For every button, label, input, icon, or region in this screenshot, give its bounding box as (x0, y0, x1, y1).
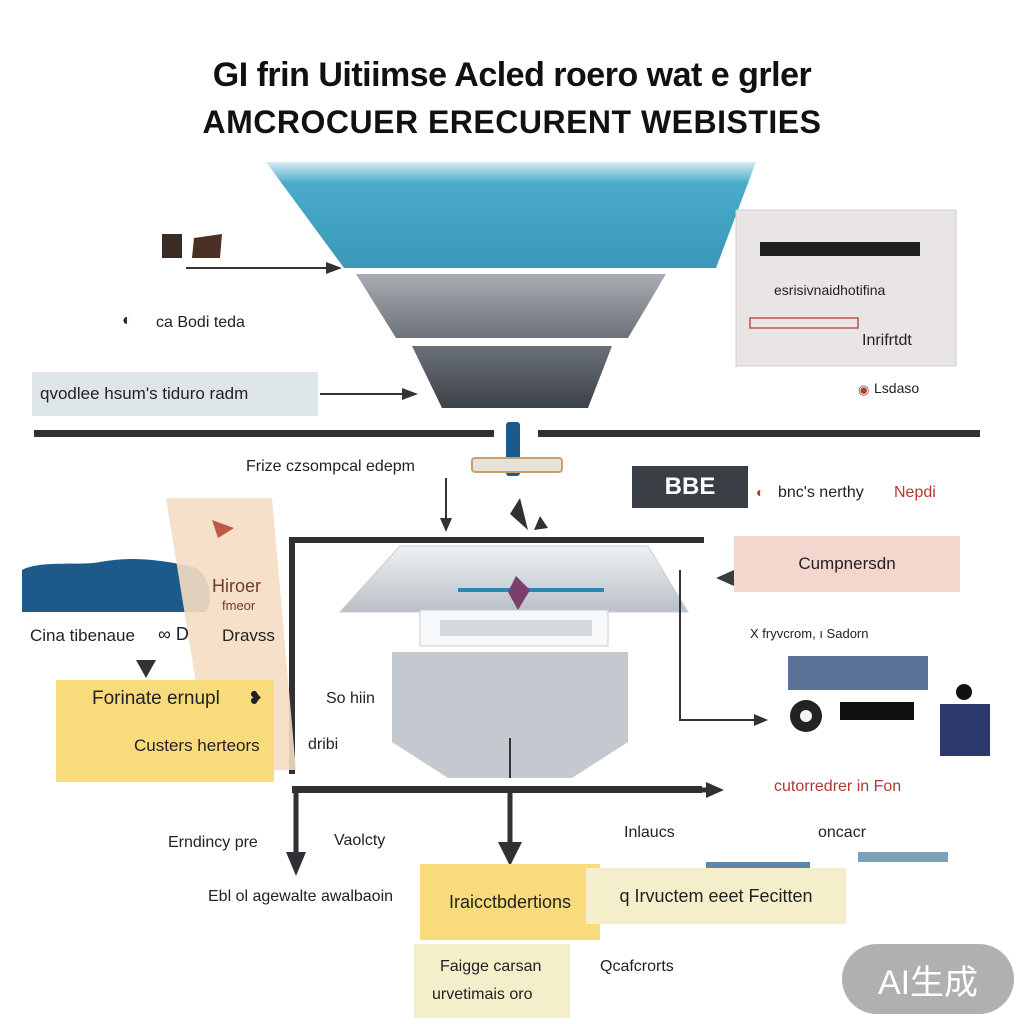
doc-panel (735, 209, 957, 367)
label-ca-bodi: ca Bodi teda (156, 314, 245, 331)
label-hiroer: Hiroer (212, 576, 262, 596)
label-so-hiin: So hiin (326, 690, 375, 707)
doc-panel-header (760, 242, 920, 256)
right-connector (679, 570, 756, 721)
marker-left (136, 660, 156, 678)
branch-left-head (286, 852, 306, 876)
bottom-note-card (414, 944, 570, 1018)
marker-top-left (162, 234, 182, 258)
dark-badge: BBE (632, 466, 748, 508)
yellow-card (56, 680, 274, 782)
label-fryvcrom: X fryvcrom, ı Sadorn (750, 626, 869, 641)
label-vaolcty: Vaolcty (334, 832, 386, 849)
label-dribi: dribi (308, 736, 339, 753)
label-hiroer-sub: fmeor (222, 598, 256, 613)
barcode-block (788, 656, 928, 690)
diagram-title-line2: AMCROCUER ERECURENT WEBISTIES (202, 104, 822, 140)
divider-line-left (34, 430, 494, 437)
dot-icon: ◐ (756, 484, 765, 500)
branch-right-head (706, 782, 724, 798)
black-bar (840, 702, 914, 720)
label-bncs: bnc's nerthy (778, 484, 864, 501)
label-dravss: Dravss (222, 626, 275, 645)
label-ebl: Ebl ol agewalte awalbaoin (208, 888, 394, 905)
machine-panel-grill (440, 620, 592, 636)
blue-cloud-shape (22, 559, 210, 612)
label-cina: Cina tibenaue (30, 626, 135, 645)
link-icon: ❥ (248, 688, 264, 708)
glasses-icon: ∞ D (158, 624, 189, 644)
yellow-card-line2: Custers herteors (134, 736, 260, 755)
label-lsdaso: Lsdaso (874, 380, 920, 396)
doc-panel-text-2: Inrifrtdt (862, 332, 912, 349)
cream-box-bottom: q Irvuctem eeet Fecitten (586, 868, 846, 924)
machine-base (392, 652, 628, 778)
right-arrow-head (716, 570, 734, 586)
yellow-card-line1: Forinate ernupl (92, 688, 220, 709)
label-qvodlee: qvodlee hsum's tiduro radm (40, 384, 249, 403)
divider-line-right (538, 430, 980, 437)
ai-generated-badge: AI生成 (842, 944, 1014, 1014)
funnel-tier-middle (356, 274, 666, 338)
user-head (956, 684, 972, 700)
bottom-bar (292, 786, 702, 793)
branch-mid-head (498, 842, 522, 866)
label-erndincy: Erndincy pre (168, 834, 258, 851)
arrow-head-a (326, 262, 342, 274)
funnel-tier-bottom (412, 346, 612, 408)
bottom-progress-2 (858, 852, 948, 862)
label-frize: Frize czsompcal edepm (246, 458, 415, 475)
label-box-qvodlee (32, 372, 318, 416)
label-qcafcrorts: Qcafcrorts (600, 958, 674, 975)
stem-connector (471, 457, 563, 473)
funnel-tier-top (266, 162, 756, 268)
label-oncacr: oncacr (818, 824, 867, 841)
pink-box: Cumpnersdn (734, 536, 960, 592)
bottom-note-line2: urvetimais oro (432, 986, 533, 1003)
label-nepdi: Nepdi (894, 484, 936, 501)
bottom-note-line1: Faigge carsan (440, 958, 542, 975)
id-card (940, 704, 990, 756)
right-connector-head (754, 714, 768, 726)
machine-top (338, 545, 689, 613)
diagram-title-line1: GI frin Uitiimse Acled roero wat e grler (212, 56, 812, 94)
marker-top-left-2 (192, 234, 222, 258)
ribbon-arrow-2 (534, 516, 548, 530)
center-gem (508, 576, 530, 610)
label-inlaucs: Inlaucs (624, 824, 675, 841)
frame-arrow-small-head (440, 518, 452, 532)
ribbon-arrow-1 (510, 498, 528, 530)
bullet-icon-a: ◐ (122, 312, 132, 329)
label-cutorredrer: cutorredrer in Fon (774, 778, 902, 795)
pink-arrow (212, 520, 234, 538)
bottom-progress (706, 862, 810, 868)
round-camera-lens (800, 710, 812, 722)
doc-panel-text: esrisivnaidhotifina (774, 282, 886, 298)
pin-icon: ◉ (858, 382, 870, 397)
yellow-box-bottom: Iraicctbdertions (420, 864, 600, 940)
frame-line-top (289, 537, 704, 774)
doc-panel-row (749, 317, 859, 329)
arrow-head-b (402, 388, 418, 400)
